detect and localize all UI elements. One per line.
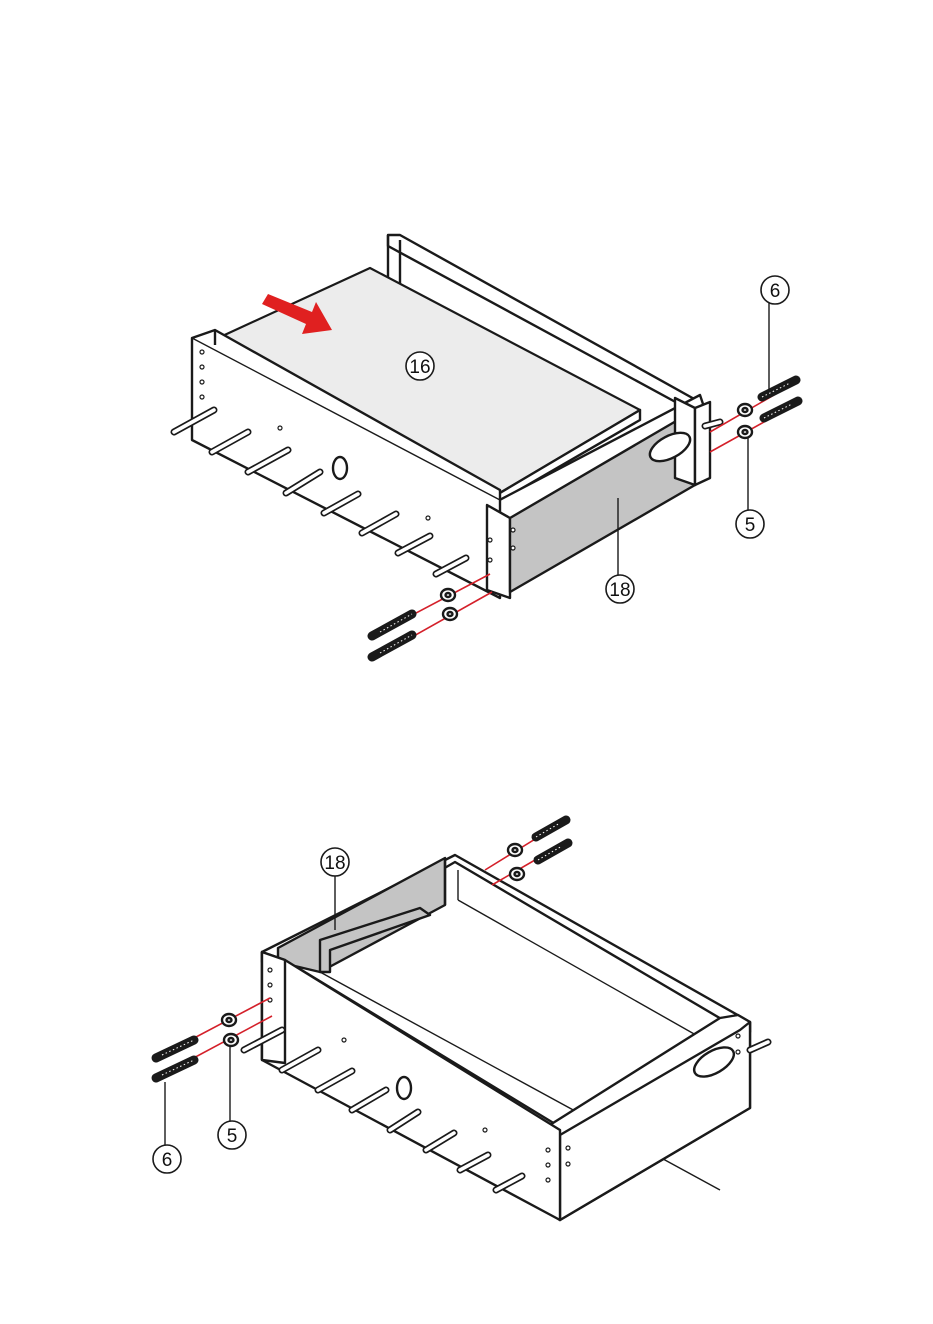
callout-6: 6: [761, 276, 789, 390]
ball-entry: [333, 457, 347, 479]
left-fasteners: [156, 998, 272, 1078]
svg-text:16: 16: [409, 357, 430, 378]
svg-text:5: 5: [745, 515, 756, 536]
callout-6: 6: [153, 1082, 181, 1173]
callout-16: 16: [406, 352, 434, 380]
assembly-step-bottom: 18 5 6: [0, 810, 933, 1230]
svg-text:18: 18: [609, 580, 630, 601]
svg-text:5: 5: [227, 1126, 238, 1147]
screw-icon: [372, 614, 412, 636]
svg-text:6: 6: [770, 281, 781, 302]
top-right-fasteners: [485, 820, 568, 885]
callout-5: 5: [218, 1046, 246, 1149]
right-fasteners: [710, 380, 800, 452]
svg-text:6: 6: [162, 1150, 173, 1171]
assembly-diagram-top: 16 18 6 5: [0, 220, 933, 680]
screw-icon: [764, 401, 798, 418]
left-fasteners: [372, 574, 492, 657]
callout-5: 5: [736, 438, 764, 538]
screw-icon: [372, 635, 412, 657]
assembly-diagram-bottom: 18 5 6: [0, 810, 933, 1230]
assembly-step-top: 16 18 6 5: [0, 220, 933, 680]
svg-text:18: 18: [324, 853, 345, 874]
ball-entry: [397, 1077, 411, 1099]
end-cap: [487, 505, 510, 598]
screw-icon: [762, 380, 796, 397]
